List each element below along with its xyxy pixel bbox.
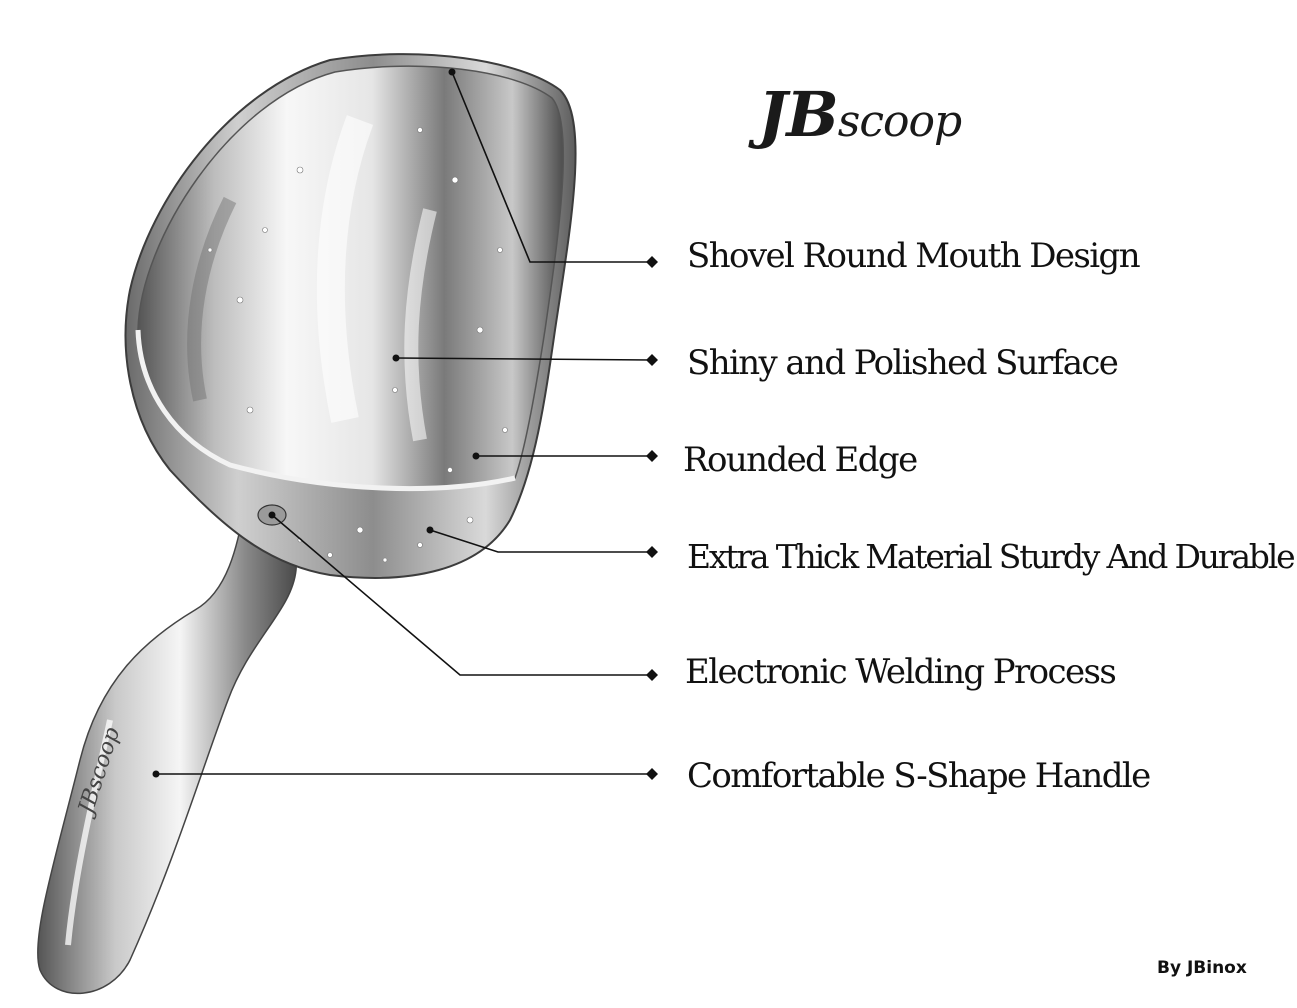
callout-endpoints: [152, 68, 658, 780]
byline: By JBinox: [1157, 958, 1247, 978]
logo-scoop: scoop: [837, 96, 962, 147]
feature-label-welding: Electronic Welding Process: [685, 652, 1117, 692]
brand-logo: JBscoop: [758, 78, 962, 151]
callout-line-surface: [395, 357, 653, 361]
feature-label-handle: Comfortable S-Shape Handle: [687, 756, 1151, 796]
callout-diamond-mouth: [646, 256, 658, 268]
scoop-rim: [135, 329, 516, 492]
callout-dot-edge-start: [472, 452, 480, 460]
callout-dot-mouth-start: [448, 68, 456, 76]
feature-label-mouth: Shovel Round Mouth Design: [687, 236, 1141, 276]
callout-diamond-handle: [646, 768, 658, 780]
callout-lines: [156, 71, 653, 775]
callout-diamond-material: [646, 546, 658, 558]
callout-diamond-surface: [646, 354, 658, 366]
callout-dot-surface-start: [392, 354, 400, 362]
feature-label-material: Extra Thick Material Sturdy And Durable: [687, 537, 1296, 576]
callout-line-welding: [271, 514, 652, 676]
reflection-2: [404, 208, 437, 442]
callout-dot-welding-start: [268, 511, 276, 519]
callout-line-mouth: [451, 71, 652, 263]
callout-dot-material-start: [426, 526, 434, 534]
feature-label-edge: Rounded Edge: [683, 440, 918, 480]
scoop-handle: [37, 503, 298, 995]
water-droplets: [207, 127, 508, 563]
reflection-1: [316, 115, 374, 423]
callout-dot-handle-start: [152, 770, 160, 778]
callout-line-material: [429, 529, 652, 553]
handle-highlight: [65, 719, 113, 946]
feature-label-surface: Shiny and Polished Surface: [687, 343, 1119, 383]
logo-jb: JB: [758, 78, 839, 151]
reflection-3: [187, 196, 237, 402]
callout-diamond-welding: [646, 669, 658, 681]
callout-diamond-edge: [646, 450, 658, 462]
